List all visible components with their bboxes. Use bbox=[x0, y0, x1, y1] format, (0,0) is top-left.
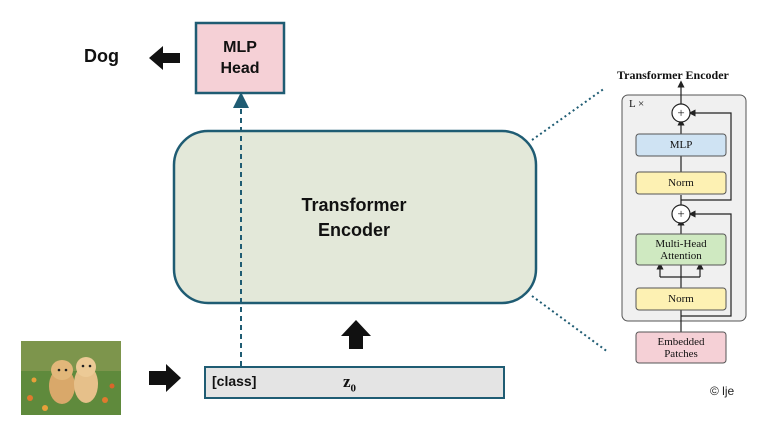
zoom-line-bottom bbox=[531, 295, 609, 353]
z-subscript: 0 bbox=[350, 382, 357, 395]
z-label: z bbox=[343, 372, 351, 391]
detail-norm-bottom-box bbox=[635, 287, 727, 311]
copyright-label: © lje bbox=[710, 384, 735, 398]
mlp-head-line1: MLP bbox=[223, 39, 257, 56]
dog-photo bbox=[21, 341, 121, 415]
detail-attention-line2: Attention bbox=[660, 249, 702, 262]
detail-attention-label: Multi-Head Attention bbox=[636, 234, 726, 265]
detail-attention-line1: Multi-Head bbox=[655, 237, 707, 250]
detail-title: Transformer Encoder bbox=[617, 68, 729, 82]
mlp-head-line2: Head bbox=[220, 60, 260, 77]
detail-embedded-line1: Embedded bbox=[657, 335, 705, 348]
input-arrow-icon bbox=[149, 364, 181, 392]
detail-norm-top-label: Norm bbox=[668, 177, 694, 189]
output-arrow-icon bbox=[149, 46, 180, 70]
class-token-label: [class] bbox=[212, 373, 257, 389]
z0-label: z0 bbox=[343, 372, 356, 394]
detail-plus-top: + bbox=[677, 105, 685, 120]
detail-embedded-box bbox=[635, 331, 727, 364]
up-arrow-icon bbox=[341, 320, 371, 349]
mlp-head-box bbox=[194, 21, 286, 95]
detail-mlp-label: MLP bbox=[669, 139, 693, 151]
output-label: Dog bbox=[84, 46, 119, 66]
encoder-line1: Transformer bbox=[301, 195, 407, 215]
encoder-detail-panel bbox=[621, 80, 747, 364]
detail-mlp-box bbox=[635, 133, 727, 157]
transformer-encoder-box bbox=[172, 129, 538, 305]
detail-embedded-line2: Patches bbox=[664, 347, 698, 360]
detail-embedded-label: Embedded Patches bbox=[636, 332, 726, 363]
detail-norm-top-box bbox=[635, 171, 727, 195]
zoom-line-top bbox=[531, 87, 606, 141]
encoder-line2: Encoder bbox=[317, 220, 391, 240]
mlp-head-label: MLP Head bbox=[196, 30, 284, 86]
detail-attention-box bbox=[635, 233, 727, 266]
add-bottom-icon bbox=[671, 204, 691, 224]
detail-norm-bottom-label: Norm bbox=[668, 293, 694, 305]
detail-repeat-label: L × bbox=[629, 98, 645, 110]
detail-plus-bottom: + bbox=[677, 206, 685, 221]
input-sequence-box bbox=[204, 366, 505, 399]
encoder-label: Transformer Encoder bbox=[254, 192, 454, 244]
add-top-icon bbox=[671, 103, 691, 123]
